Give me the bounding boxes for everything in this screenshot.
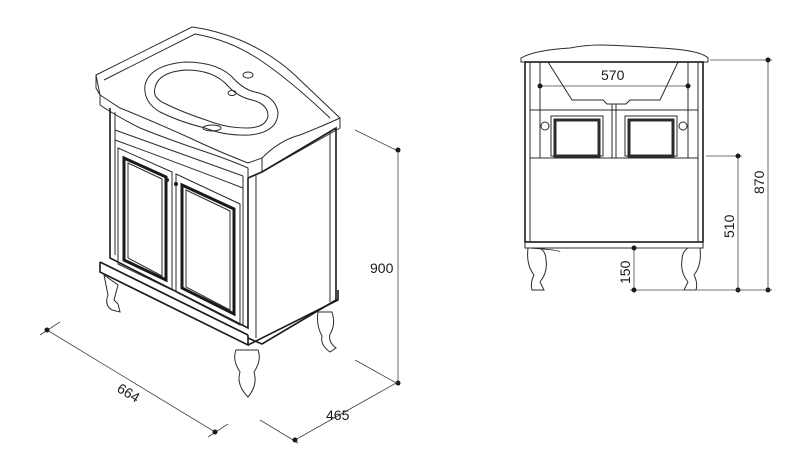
door-knob-left [165, 178, 169, 182]
dim-dot [765, 57, 771, 63]
ext-line-width-left [39, 321, 61, 336]
dim-dot [537, 83, 543, 89]
label-leg-height: 150 [617, 260, 633, 284]
dim-dot [292, 437, 298, 443]
door-right-panel-inner [185, 189, 231, 311]
basin-inner [154, 69, 269, 129]
front-panel-left-inner [553, 118, 601, 158]
dim-line-depth [294, 381, 399, 441]
dim-dot [395, 380, 401, 386]
leg-front-left [103, 273, 121, 313]
cabinet-front-inner [114, 112, 244, 325]
door-right-panel [180, 182, 236, 317]
front-leg-right [681, 247, 701, 291]
front-panel-right [624, 115, 678, 157]
front-hole-right [678, 121, 688, 131]
isometric-view [95, 26, 341, 398]
dim-dot [685, 83, 691, 89]
cabinet-apron [114, 129, 244, 189]
basin-bowl [144, 61, 279, 136]
dim-dot [44, 327, 50, 333]
label-basin-width: 570 [601, 67, 625, 83]
label-cabinet-height: 510 [721, 214, 737, 238]
label-height: 900 [370, 260, 394, 276]
door-left-panel [122, 155, 168, 283]
cabinet-side-outline [247, 126, 337, 345]
label-total-height: 870 [751, 170, 767, 194]
door-right [175, 173, 241, 326]
front-cabinet [524, 61, 704, 243]
front-hole-left [540, 121, 550, 131]
ext-line-height-bottom [354, 359, 401, 386]
dim-line-width [46, 329, 216, 433]
ext-line-height-top [354, 129, 401, 153]
dim-dot [212, 429, 218, 435]
label-width: 664 [114, 380, 142, 406]
cabinet-side-inner [255, 132, 331, 338]
label-depth: 465 [326, 407, 350, 423]
front-panel-right-inner [627, 118, 675, 158]
dim-dot [395, 147, 401, 153]
front-countertop [520, 44, 709, 63]
leg-front-right [317, 311, 337, 353]
front-leg-left [527, 247, 547, 291]
dim-dot [631, 287, 637, 293]
door-left-panel-inner [127, 162, 163, 277]
front-view: 570 870 510 150 [520, 44, 772, 293]
front-plinth [524, 242, 704, 253]
door-knob-right [174, 182, 178, 186]
leg-front-center [234, 349, 260, 398]
countertop-inner-line [103, 33, 331, 119]
faucet-hole [242, 71, 254, 79]
front-panel-left [550, 115, 604, 157]
ext-line-width-right [207, 423, 229, 438]
plinth [99, 261, 339, 347]
door-left [117, 147, 173, 291]
basin-drain [202, 124, 222, 132]
ext-line-depth [259, 419, 299, 444]
overflow-hole [227, 90, 237, 96]
dim-dot [735, 153, 741, 159]
dim-dot [631, 245, 637, 251]
